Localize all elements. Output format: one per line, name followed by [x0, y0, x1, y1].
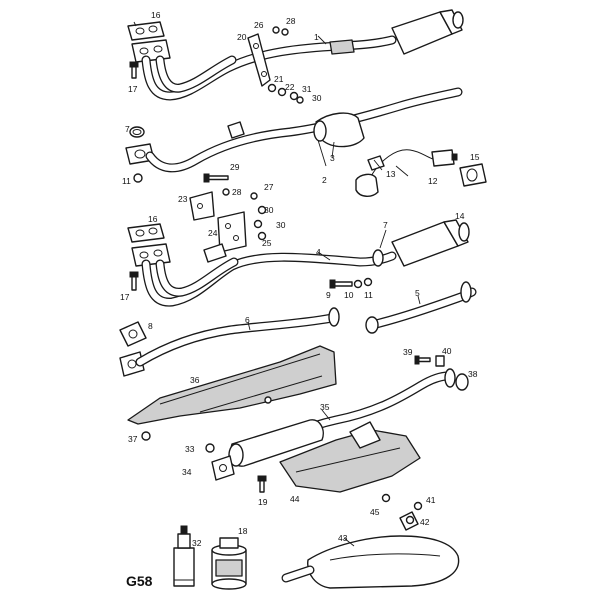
callout-28-top: 28 [286, 16, 296, 26]
bracket-23 [189, 191, 215, 221]
callout-labels: 1 2 3 4 5 6 7 7 8 9 10 11 11 12 13 14 15… [120, 10, 480, 548]
bracket-24-rubber [217, 211, 247, 253]
callout-37: 37 [128, 434, 138, 444]
gasket-8 [119, 321, 147, 347]
page-code-label: G58 [126, 573, 153, 589]
callout-14: 14 [455, 211, 465, 221]
callout-26: 26 [254, 20, 264, 30]
nut-11-left [133, 173, 143, 183]
callout-15: 15 [470, 152, 480, 162]
front-pipe-6 [135, 307, 340, 367]
callout-41: 41 [426, 495, 436, 505]
callout-32: 32 [192, 538, 202, 548]
callout-30-low: 30 [276, 220, 286, 230]
clamp-38 [455, 373, 469, 391]
callout-12: 12 [428, 176, 438, 186]
callout-6: 6 [245, 315, 250, 325]
callout-11-left: 11 [122, 176, 131, 186]
callout-5: 5 [415, 288, 420, 298]
callout-18: 18 [238, 526, 248, 536]
bolt-19 [257, 475, 267, 493]
callout-24: 24 [208, 228, 218, 238]
nut-33 [205, 443, 215, 453]
callout-20: 20 [237, 32, 247, 42]
callout-11-right: 11 [364, 290, 373, 300]
callout-30-mid: 30 [264, 205, 274, 215]
callout-3: 3 [330, 153, 335, 163]
callout-8: 8 [148, 321, 153, 331]
heat-shield-44 [279, 421, 421, 493]
callout-35: 35 [320, 402, 330, 412]
callout-34: 34 [182, 467, 192, 477]
nut-45 [381, 493, 391, 503]
callout-36: 36 [190, 375, 200, 385]
callout-23: 23 [178, 194, 188, 204]
callout-43: 43 [338, 533, 348, 543]
stud-17-top [129, 61, 139, 79]
rear-silencer-43 [281, 511, 460, 589]
callout-16-mid: 16 [148, 214, 158, 224]
callout-4: 4 [316, 247, 321, 257]
front-pipe-2 [145, 87, 463, 173]
callout-38: 38 [468, 369, 478, 379]
seal-ring-7-top [129, 126, 145, 138]
nut-37 [141, 431, 151, 441]
callout-22: 22 [285, 82, 295, 92]
bolt-9-washer-10-nut-11 [329, 277, 373, 289]
heat-shield-36 [127, 345, 337, 425]
callout-33: 33 [185, 444, 195, 454]
callout-27: 27 [264, 182, 274, 192]
callout-45: 45 [370, 507, 380, 517]
intermediate-pipe-5 [365, 281, 477, 334]
rubber-mount-15 [459, 163, 487, 187]
gasket-16-top [127, 21, 165, 41]
leader-lines [133, 21, 421, 547]
callout-17-mid: 17 [120, 292, 130, 302]
callout-29: 29 [230, 162, 240, 172]
callout-19: 19 [258, 497, 268, 507]
callout-2: 2 [322, 175, 327, 185]
front-pipe-1 [141, 9, 464, 101]
bolts-29-28 [203, 173, 230, 196]
callout-16-top: 16 [151, 10, 161, 20]
callout-7-top: 7 [125, 124, 130, 134]
seal-ring-7-mid [372, 249, 384, 267]
callout-40: 40 [442, 346, 452, 356]
callout-25: 25 [262, 238, 272, 248]
nuts-21-22-31-30 [267, 26, 304, 104]
callout-17-top: 17 [128, 84, 138, 94]
stud-17-mid [129, 271, 139, 291]
oxygen-sensor-12-13 [355, 149, 458, 197]
assembly-paste-can-18 [211, 537, 247, 590]
sealant-tube-32 [173, 525, 195, 587]
callout-7-mid: 7 [383, 220, 388, 230]
centre-silencer [211, 419, 324, 481]
front-pipe-4 [141, 243, 397, 307]
nuts-27-30-25 [250, 192, 267, 241]
gasket-16-mid [127, 223, 165, 243]
callout-9: 9 [326, 290, 331, 300]
callout-39: 39 [403, 347, 413, 357]
callout-44: 44 [290, 494, 300, 504]
callout-30-top: 30 [312, 93, 322, 103]
callout-31: 31 [302, 84, 312, 94]
nuts-41-42 [405, 501, 423, 525]
catalytic-converter-14 [391, 219, 470, 267]
callout-21: 21 [274, 74, 284, 84]
bolt-39-clamp-40 [414, 355, 445, 367]
callout-13: 13 [386, 169, 396, 179]
callout-28-mid: 28 [232, 187, 242, 197]
bracket-20-hanger [247, 33, 271, 87]
callout-42: 42 [420, 517, 430, 527]
callout-10: 10 [344, 290, 354, 300]
callout-1: 1 [314, 32, 319, 42]
